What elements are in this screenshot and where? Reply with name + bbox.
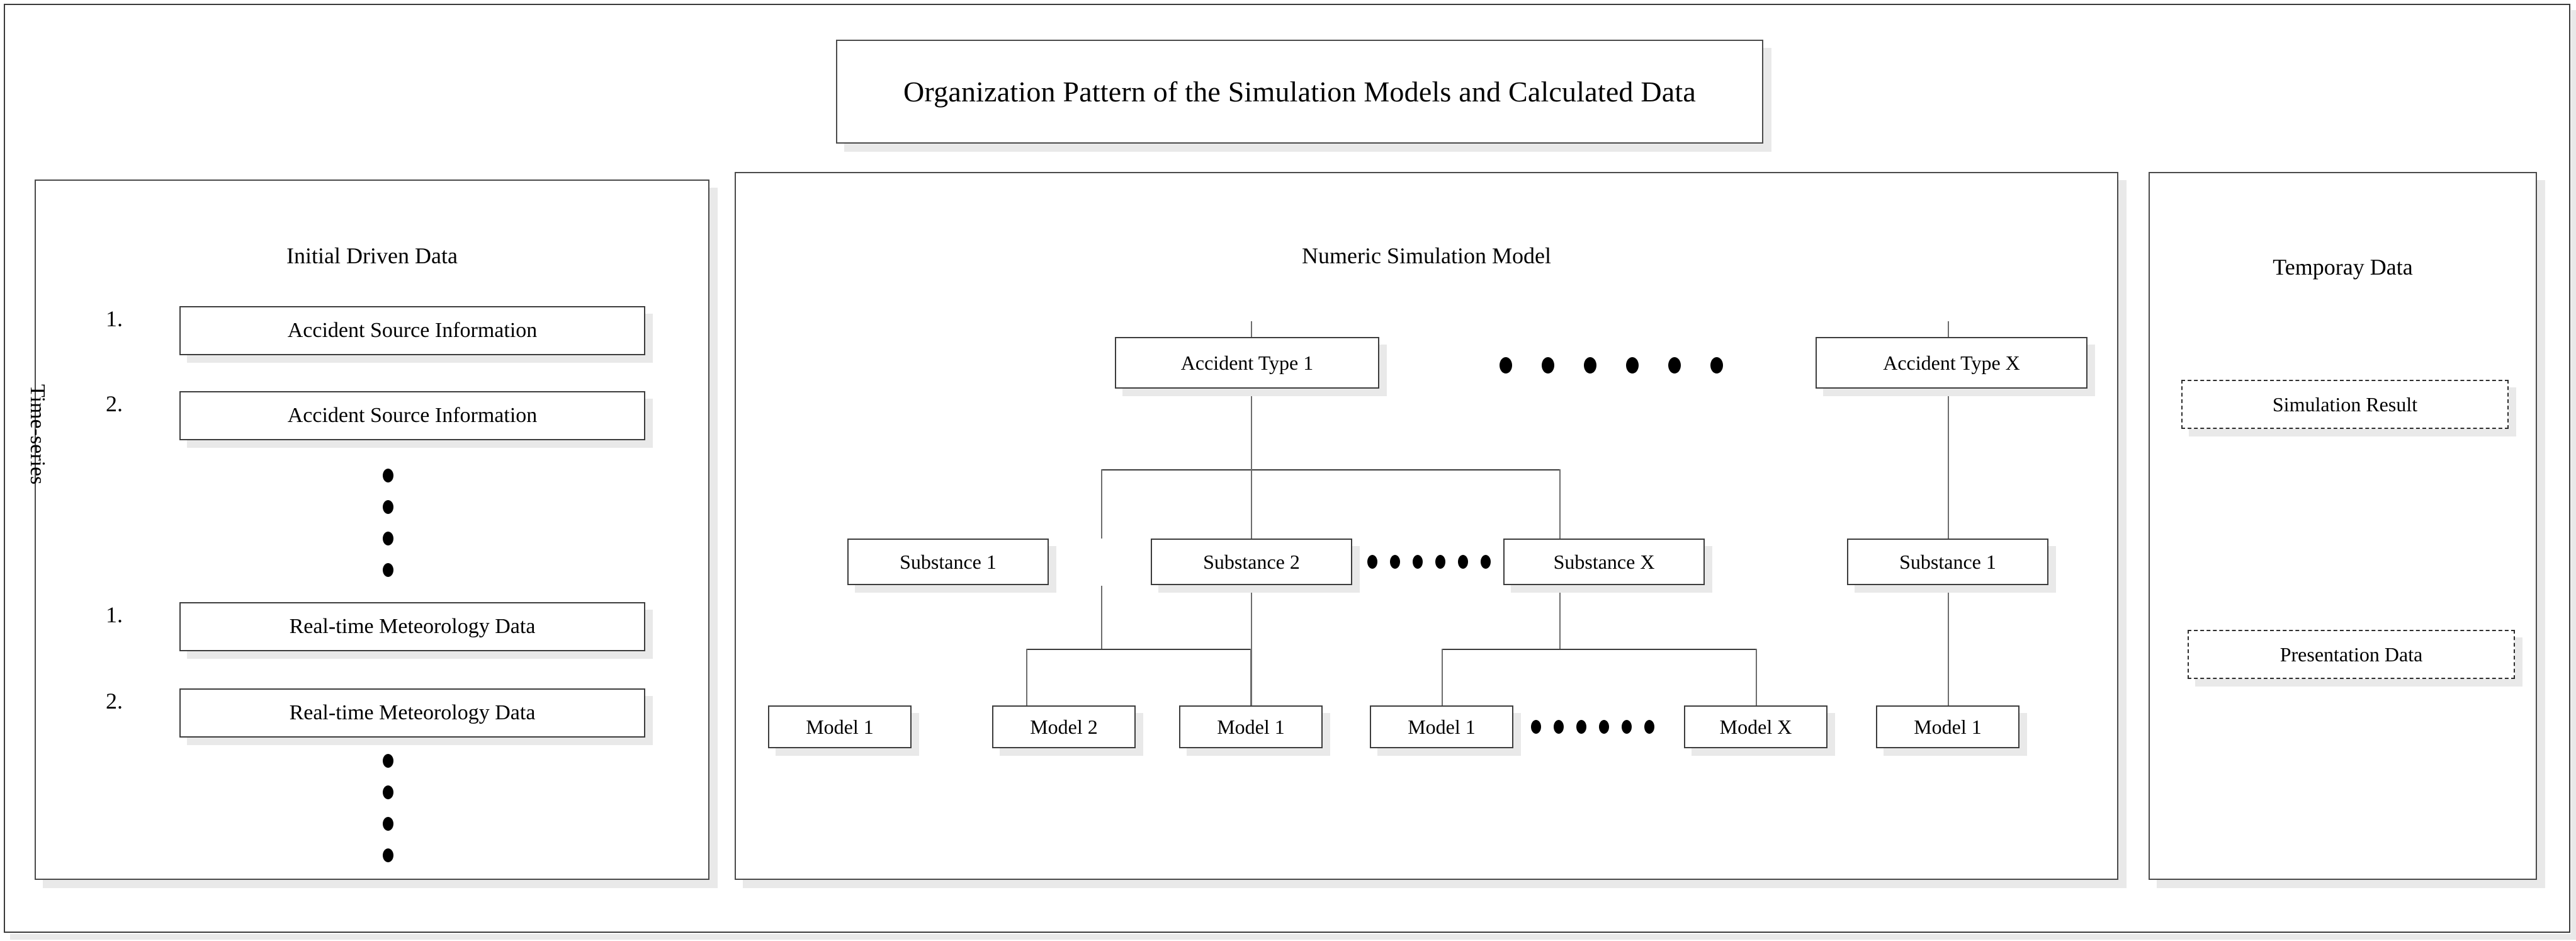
presentation-data-label: Presentation Data (2279, 642, 2423, 666)
accident-type-1-box[interactable]: Accident Type 1 (1115, 337, 1379, 389)
left-ellipsis-upper-dot-2 (383, 500, 393, 514)
connector-bus-to-model1 (1026, 649, 1027, 705)
substance-x-box[interactable]: Substance X (1503, 539, 1705, 585)
left-panel-heading: Initial Driven Data (286, 243, 458, 268)
outer-frame-shadow-bottom (10, 934, 2573, 940)
substance-1-right-label: Substance 1 (1899, 550, 1996, 573)
left-item-box-1[interactable]: Accident Source Information (179, 306, 645, 355)
simulation-result-label: Simulation Result (2272, 392, 2418, 416)
connector-bus-to-substance1 (1101, 469, 1102, 539)
substance-ellipsis-dot-2 (1390, 555, 1400, 569)
right-panel (2149, 172, 2537, 880)
substance-ellipsis-dot-1 (1367, 555, 1377, 569)
model-1-c-box[interactable]: Model 1 (1370, 705, 1513, 748)
accident-type-ellipsis-dot-5 (1668, 357, 1681, 374)
model-1-a-label: Model 1 (806, 715, 874, 738)
connector-substance2-to-model (1251, 586, 1252, 705)
left-panel (35, 180, 709, 880)
model-1-b-box[interactable]: Model 1 (1179, 705, 1323, 748)
accident-type-ellipsis-dot-2 (1542, 357, 1554, 374)
right-panel-heading: Temporay Data (2273, 254, 2413, 280)
connector-model-bus-left (1026, 649, 1251, 650)
left-ellipsis-lower-dot-3 (383, 817, 393, 831)
left-item-ordinal-1: 1. (106, 306, 123, 331)
left-item-box-3[interactable]: Real-time Meteorology Data (179, 602, 645, 651)
accident-type-1-label: Accident Type 1 (1180, 351, 1314, 374)
left-ellipsis-upper-dot-3 (383, 532, 393, 545)
left-item-label-4: Real-time Meteorology Data (289, 701, 536, 724)
left-item-label-1: Accident Source Information (287, 319, 538, 342)
model-ellipsis-dot-5 (1622, 720, 1632, 734)
connector-model-bus-right (1442, 649, 1756, 650)
left-item-box-4[interactable]: Real-time Meteorology Data (179, 688, 645, 738)
model-ellipsis-dot-4 (1599, 720, 1609, 734)
left-ellipsis-lower-dot-4 (383, 848, 393, 862)
left-item-label-3: Real-time Meteorology Data (289, 615, 536, 638)
substance-ellipsis-dot-3 (1413, 555, 1423, 569)
time-series-axis-label: Time-series (26, 384, 49, 485)
model-1-d-box[interactable]: Model 1 (1876, 705, 2020, 748)
title-box: Organization Pattern of the Simulation M… (836, 40, 1763, 144)
connector-bus-to-modelX-right (1756, 649, 1757, 705)
simulation-result-box[interactable]: Simulation Result (2181, 380, 2509, 429)
left-item-label-2: Accident Source Information (287, 404, 538, 427)
outer-frame-shadow-right (2571, 10, 2576, 940)
left-item-ordinal-3: 1. (106, 602, 123, 627)
model-1-d-label: Model 1 (1914, 715, 1982, 738)
model-2-box[interactable]: Model 2 (992, 705, 1136, 748)
substance-ellipsis-dot-6 (1481, 555, 1491, 569)
connector-substance-bus (1101, 469, 1559, 470)
model-2-label: Model 2 (1030, 715, 1098, 738)
substance-1-right-box[interactable]: Substance 1 (1847, 539, 2048, 585)
accident-type-ellipsis-dot-6 (1710, 357, 1723, 374)
accident-type-ellipsis-dot-1 (1500, 357, 1512, 374)
connector-substance-to-model-right (1948, 586, 1949, 705)
model-ellipsis-dot-2 (1554, 720, 1564, 734)
substance-x-label: Substance X (1553, 550, 1655, 573)
left-item-ordinal-2: 2. (106, 391, 123, 416)
model-ellipsis-dot-6 (1644, 720, 1654, 734)
substance-2-box[interactable]: Substance 2 (1151, 539, 1352, 585)
model-1-a-box[interactable]: Model 1 (768, 705, 912, 748)
connector-substanceX-down (1559, 586, 1561, 649)
page-title: Organization Pattern of the Simulation M… (903, 76, 1696, 108)
left-ellipsis-upper-dot-1 (383, 469, 393, 482)
model-x-label: Model X (1719, 715, 1792, 738)
middle-panel (735, 172, 2118, 880)
presentation-data-box[interactable]: Presentation Data (2188, 630, 2515, 679)
accident-type-ellipsis-dot-4 (1626, 357, 1639, 374)
substance-ellipsis-dot-4 (1435, 555, 1445, 569)
connector-bus-to-modelX-left (1442, 649, 1443, 705)
substance-1-box[interactable]: Substance 1 (847, 539, 1049, 585)
left-ellipsis-lower-dot-2 (383, 785, 393, 799)
accident-type-x-label: Accident Type X (1883, 351, 2020, 374)
connector-bus-to-substanceX (1559, 469, 1561, 539)
model-ellipsis-dot-1 (1531, 720, 1541, 734)
substance-ellipsis-dot-5 (1458, 555, 1468, 569)
left-ellipsis-lower-dot-1 (383, 754, 393, 768)
model-1-b-label: Model 1 (1217, 715, 1285, 738)
connector-bus-to-substance2 (1251, 469, 1252, 539)
left-ellipsis-upper-dot-4 (383, 563, 393, 577)
accident-type-ellipsis-dot-3 (1584, 357, 1596, 374)
connector-substance1-down (1101, 586, 1102, 649)
model-x-box[interactable]: Model X (1684, 705, 1827, 748)
accident-type-x-box[interactable]: Accident Type X (1816, 337, 2087, 389)
model-ellipsis-dot-3 (1576, 720, 1586, 734)
substance-2-label: Substance 2 (1203, 550, 1300, 573)
connector-typeX-to-substance (1948, 321, 1949, 539)
left-item-ordinal-4: 2. (106, 688, 123, 714)
left-item-box-2[interactable]: Accident Source Information (179, 391, 645, 440)
substance-1-label: Substance 1 (900, 550, 997, 573)
model-1-c-label: Model 1 (1408, 715, 1476, 738)
middle-panel-heading: Numeric Simulation Model (1302, 243, 1551, 268)
